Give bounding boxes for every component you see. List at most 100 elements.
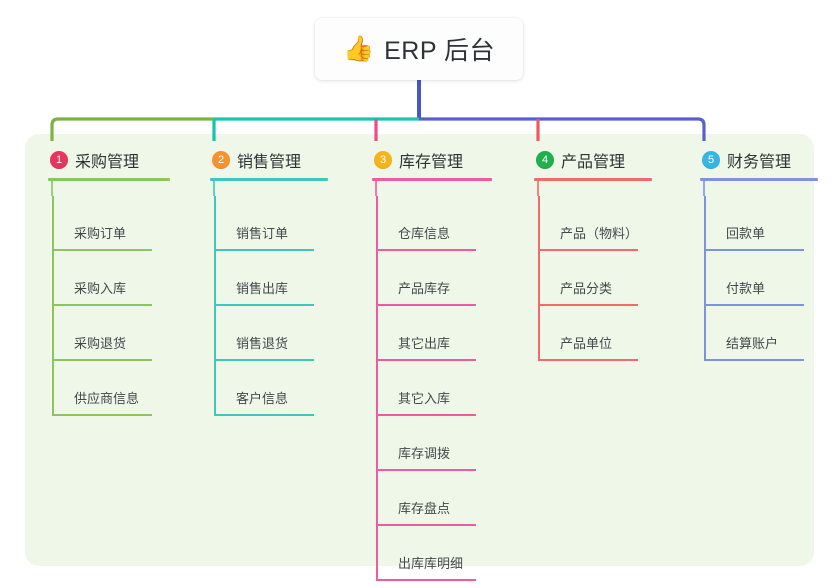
leaf-node[interactable]: 库存调拨 bbox=[376, 416, 476, 471]
leaf-node[interactable]: 采购入库 bbox=[52, 251, 152, 306]
leaf-underline bbox=[376, 524, 476, 526]
leaf-node[interactable]: 产品（物料） bbox=[538, 196, 638, 251]
leaf-connector-stem bbox=[538, 196, 540, 251]
leaf-node-label: 供应商信息 bbox=[74, 391, 140, 406]
leaf-node-label: 结算账户 bbox=[726, 336, 779, 351]
leaf-node[interactable]: 回款单 bbox=[704, 196, 804, 251]
branch-header-4[interactable]: 4 产品管理 bbox=[524, 146, 652, 181]
branch-header-underline bbox=[210, 178, 328, 181]
thumbs-up-icon: 👍 bbox=[342, 34, 375, 63]
leaf-node[interactable]: 销售订单 bbox=[214, 196, 314, 251]
leaf-node-label: 其它出库 bbox=[398, 336, 451, 351]
leaf-node[interactable]: 仓库信息 bbox=[376, 196, 476, 251]
leaf-connector-stem bbox=[376, 361, 378, 416]
leaf-connector-stem bbox=[376, 306, 378, 361]
leaf-underline bbox=[376, 304, 476, 306]
branch-column-3: 3 库存管理仓库信息产品库存其它出库其它入库库存调拨库存盘点出库库明细 bbox=[362, 146, 492, 581]
leaf-connector-stem bbox=[538, 306, 540, 361]
leaf-node-label: 采购入库 bbox=[74, 281, 127, 296]
leaf-connector-stem bbox=[376, 526, 378, 581]
root-node-label: ERP 后台 bbox=[384, 37, 496, 65]
leaf-node[interactable]: 产品分类 bbox=[538, 251, 638, 306]
leaf-connector-stem bbox=[214, 251, 216, 306]
leaf-underline bbox=[376, 469, 476, 471]
leaf-node-label: 其它入库 bbox=[398, 391, 451, 406]
leaf-underline bbox=[214, 304, 314, 306]
leaf-underline bbox=[376, 414, 476, 416]
leaf-connector-stem bbox=[52, 361, 54, 416]
branch-header-underline bbox=[534, 178, 652, 181]
branch-number-badge: 4 bbox=[536, 151, 554, 169]
leaf-underline bbox=[52, 359, 152, 361]
leaf-node-label: 销售出库 bbox=[236, 281, 289, 296]
leaf-node[interactable]: 产品库存 bbox=[376, 251, 476, 306]
leaf-node[interactable]: 产品单位 bbox=[538, 306, 638, 361]
leaf-underline bbox=[214, 359, 314, 361]
leaf-node-label: 产品单位 bbox=[560, 336, 613, 351]
leaf-underline bbox=[376, 579, 476, 581]
leaf-node[interactable]: 其它出库 bbox=[376, 306, 476, 361]
leaf-node-label: 回款单 bbox=[726, 226, 766, 241]
leaf-connector-stem bbox=[704, 306, 706, 361]
leaf-node-label: 产品库存 bbox=[398, 281, 451, 296]
branch-header-underline bbox=[372, 178, 492, 181]
root-node-erp-backend[interactable]: 👍 ERP 后台 bbox=[315, 18, 523, 80]
branch-header-label: 产品管理 bbox=[561, 154, 626, 171]
leaf-connector-stem bbox=[52, 251, 54, 306]
leaf-node[interactable]: 销售退货 bbox=[214, 306, 314, 361]
leaf-connector-stem bbox=[704, 196, 706, 251]
branch-header-3[interactable]: 3 库存管理 bbox=[362, 146, 492, 181]
branch-number-badge: 3 bbox=[374, 151, 392, 169]
leaf-node-label: 库存盘点 bbox=[398, 501, 451, 516]
leaf-node-label: 仓库信息 bbox=[398, 226, 451, 241]
branch-number-badge: 5 bbox=[702, 151, 720, 169]
leaf-connector-stem bbox=[376, 471, 378, 526]
leaf-underline bbox=[214, 414, 314, 416]
branch-header-underline bbox=[700, 178, 818, 181]
leaf-connector-stem bbox=[376, 251, 378, 306]
leaf-underline bbox=[52, 414, 152, 416]
leaf-underline bbox=[704, 304, 804, 306]
leaf-node[interactable]: 采购订单 bbox=[52, 196, 152, 251]
leaf-underline bbox=[704, 249, 804, 251]
leaf-underline bbox=[538, 304, 638, 306]
leaf-underline bbox=[52, 304, 152, 306]
diagram-panel bbox=[25, 134, 814, 566]
leaf-connector-stem bbox=[376, 416, 378, 471]
leaf-node[interactable]: 销售出库 bbox=[214, 251, 314, 306]
leaf-connector-stem bbox=[52, 306, 54, 361]
leaf-node-label: 出库库明细 bbox=[398, 556, 464, 571]
leaf-node[interactable]: 供应商信息 bbox=[52, 361, 152, 416]
leaf-connector-stem bbox=[214, 196, 216, 251]
leaf-node[interactable]: 库存盘点 bbox=[376, 471, 476, 526]
leaf-node[interactable]: 客户信息 bbox=[214, 361, 314, 416]
leaf-underline bbox=[538, 359, 638, 361]
leaf-node-label: 产品（物料） bbox=[560, 226, 639, 241]
leaf-node-label: 销售订单 bbox=[236, 226, 289, 241]
leaf-connector-stem bbox=[214, 306, 216, 361]
leaf-underline bbox=[52, 249, 152, 251]
leaf-node[interactable]: 结算账户 bbox=[704, 306, 804, 361]
branch-number-badge: 1 bbox=[50, 151, 68, 169]
leaf-node-label: 采购退货 bbox=[74, 336, 127, 351]
leaf-node[interactable]: 付款单 bbox=[704, 251, 804, 306]
leaf-underline bbox=[214, 249, 314, 251]
branch-number-badge: 2 bbox=[212, 151, 230, 169]
leaf-underline bbox=[376, 359, 476, 361]
leaf-connector-stem bbox=[376, 196, 378, 251]
leaf-connector-stem bbox=[704, 251, 706, 306]
leaf-node[interactable]: 其它入库 bbox=[376, 361, 476, 416]
leaf-node[interactable]: 出库库明细 bbox=[376, 526, 476, 581]
leaf-node-label: 库存调拨 bbox=[398, 446, 451, 461]
branch-header-label: 库存管理 bbox=[399, 154, 464, 171]
leaf-node[interactable]: 采购退货 bbox=[52, 306, 152, 361]
leaf-underline bbox=[538, 249, 638, 251]
leaf-connector-stem bbox=[214, 361, 216, 416]
leaf-underline bbox=[704, 359, 804, 361]
